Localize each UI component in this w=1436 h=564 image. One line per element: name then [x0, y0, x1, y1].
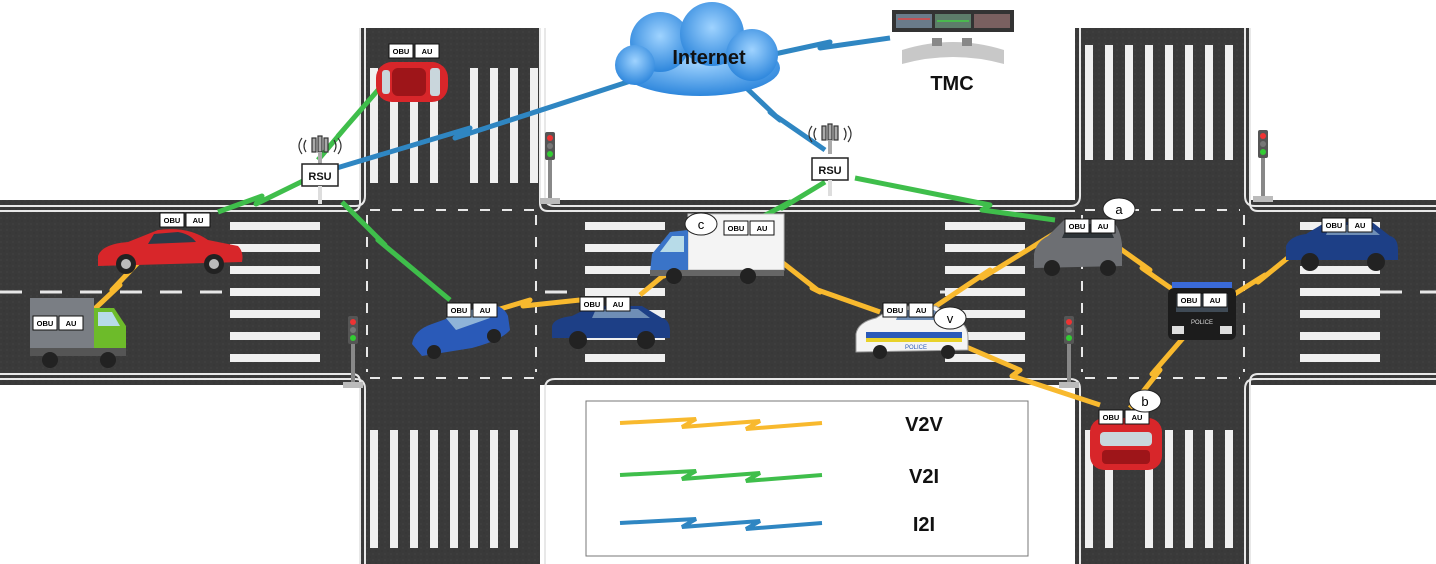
au-label: AU [66, 319, 77, 328]
v2i-link [217, 177, 307, 215]
svg-text:POLICE: POLICE [905, 345, 927, 351]
v2v-link [1223, 246, 1302, 303]
v2i-link [854, 175, 1056, 223]
rsu-label: RSU [818, 165, 841, 177]
rsu-antenna-icon [298, 135, 342, 155]
police-car-icon: POLICE [1168, 282, 1236, 340]
marker-v: v [933, 306, 967, 330]
tmc-label: TMC [930, 73, 973, 95]
traffic-light-icon [1059, 316, 1079, 388]
rsu-left: RSU [298, 135, 342, 204]
legend-v2i-swatch [619, 469, 823, 483]
au-label: AU [1098, 222, 1109, 231]
obu-label: OBU [37, 319, 54, 328]
obu-label: OBU [1069, 222, 1086, 231]
marker-b: b [1128, 389, 1162, 413]
au-label: AU [757, 224, 768, 233]
rsu-center: RSU [808, 123, 852, 196]
traffic-light-icon [1253, 130, 1273, 202]
legend-v2v-label: V2V [905, 414, 943, 436]
obu-label: OBU [1326, 221, 1343, 230]
v2v-link [1113, 242, 1187, 301]
obu-label: OBU [393, 47, 410, 56]
v2v-link [1128, 328, 1192, 410]
v2v-link [489, 297, 581, 315]
obu-label: OBU [584, 300, 601, 309]
au-label: AU [1210, 296, 1221, 305]
v2i-link [758, 179, 827, 221]
unit-badges: OBU AU OBU AU OBU AU OBU AU OBU AU OBU A… [32, 43, 1373, 425]
au-label: AU [422, 47, 433, 56]
legend-i2i-swatch [619, 517, 823, 531]
rsu-label: RSU [308, 171, 331, 183]
tmc-console-icon: TMC [892, 10, 1014, 95]
i2i-link [736, 78, 827, 153]
marker-c-label: c [698, 217, 705, 232]
au-label: AU [193, 216, 204, 225]
rsu-antenna-icon [808, 123, 852, 143]
v2v-link [928, 227, 1062, 313]
truck-icon [30, 298, 126, 368]
car-icon [98, 229, 243, 274]
au-label: AU [480, 306, 491, 315]
vehicle-markers: a b c v [684, 197, 1162, 413]
legend-i2i-label: I2I [913, 514, 935, 536]
v2i-link [316, 80, 387, 162]
marker-b-label: b [1141, 394, 1148, 409]
marker-a-label: a [1115, 202, 1123, 217]
car-icon [376, 62, 448, 102]
au-label: AU [613, 300, 624, 309]
v2v-link [949, 337, 1101, 408]
communication-links [83, 35, 1302, 410]
obu-label: OBU [451, 306, 468, 315]
cloud-icon: Internet [615, 2, 780, 96]
marker-c: c [684, 212, 718, 236]
marker-a: a [1102, 197, 1136, 221]
i2i-link [329, 75, 641, 173]
au-label: AU [916, 306, 927, 315]
legend-v2i-label: V2I [909, 466, 939, 488]
legend-v2v-swatch [619, 417, 823, 431]
legend: V2V V2I I2I [585, 400, 1029, 557]
internet-label: Internet [672, 47, 746, 69]
i2i-link [769, 35, 891, 58]
au-label: AU [1355, 221, 1366, 230]
car-icon [1090, 418, 1162, 470]
obu-label: OBU [728, 224, 745, 233]
traffic-light-icon [540, 132, 560, 204]
obu-label: OBU [1103, 413, 1120, 422]
traffic-light-icon [343, 316, 363, 388]
v2v-link [758, 243, 881, 315]
v2i-link [340, 200, 452, 302]
svg-text:POLICE: POLICE [1191, 320, 1213, 326]
obu-label: OBU [164, 216, 181, 225]
crosswalks [230, 45, 1380, 548]
obu-label: OBU [1181, 296, 1198, 305]
marker-v-label: v [947, 311, 954, 326]
au-label: AU [1132, 413, 1143, 422]
obu-label: OBU [887, 306, 904, 315]
